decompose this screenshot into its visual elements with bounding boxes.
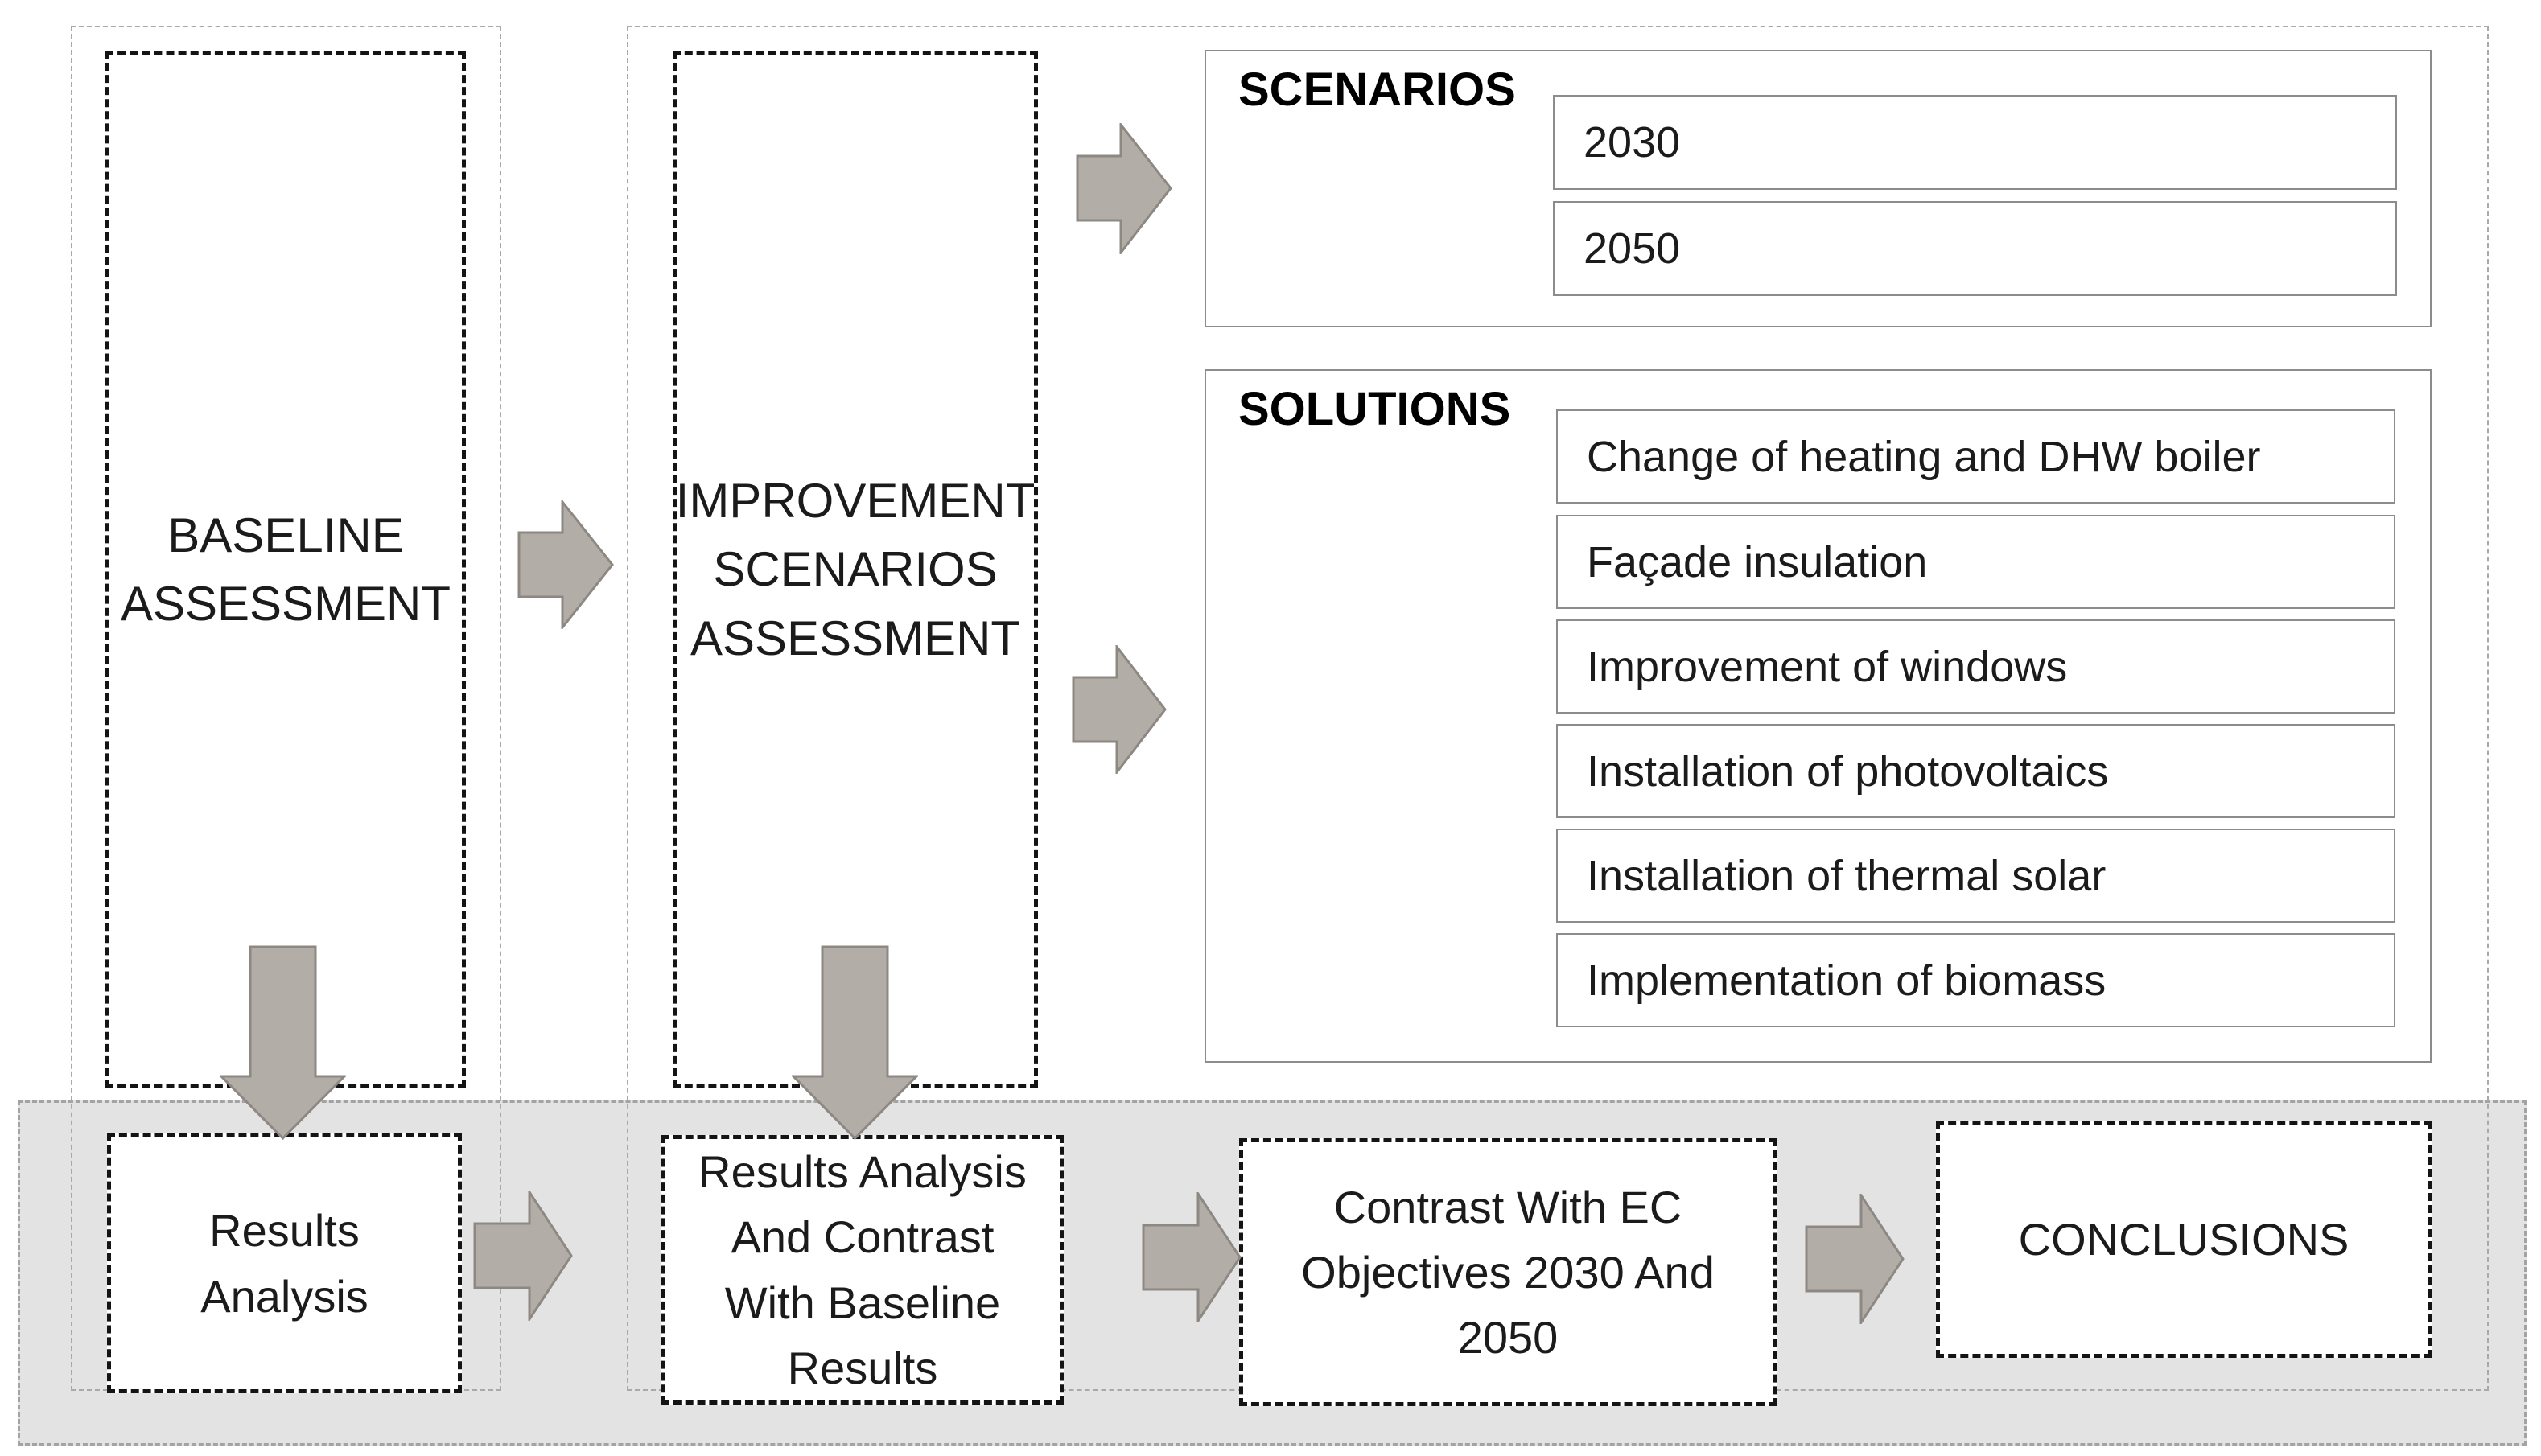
ec-objectives-contrast-box: Contrast With EC Objectives 2030 And 205…: [1239, 1138, 1777, 1406]
scenario-2030-label: 2030: [1583, 118, 1681, 167]
arrow-right-icon: [473, 1191, 573, 1321]
ec-objectives-contrast-label: Contrast With EC Objectives 2030 And 205…: [1301, 1181, 1715, 1363]
arrow-down-icon: [220, 945, 346, 1140]
solution-item-label: Installation of thermal solar: [1587, 851, 2107, 900]
solution-item-thermal-solar: Installation of thermal solar: [1556, 829, 2395, 923]
results-analysis-box: Results Analysis: [107, 1133, 462, 1393]
arrow-right-icon: [1142, 1192, 1242, 1322]
arrow-right-icon: [517, 500, 614, 629]
arrow-down-icon: [792, 945, 918, 1140]
results-contrast-baseline-box: Results Analysis And Contrast With Basel…: [661, 1135, 1064, 1405]
solution-item-label: Implementation of biomass: [1587, 956, 2107, 1005]
solution-item-label: Improvement of windows: [1587, 642, 2068, 691]
scenarios-group-title: SCENARIOS: [1238, 64, 1516, 116]
results-contrast-baseline-label: Results Analysis And Contrast With Basel…: [698, 1146, 1027, 1393]
conclusions-label: CONCLUSIONS: [2018, 1213, 2349, 1265]
solution-item-facade-insulation: Façade insulation: [1556, 515, 2395, 609]
solution-item-photovoltaics: Installation of photovoltaics: [1556, 724, 2395, 818]
improvement-scenarios-assessment-label: IMPROVEMENT SCENARIOS ASSESSMENT: [675, 474, 1036, 665]
improvement-scenarios-assessment-box: IMPROVEMENT SCENARIOS ASSESSMENT: [673, 51, 1038, 1088]
solution-item-label: Change of heating and DHW boiler: [1587, 432, 2261, 481]
results-analysis-label: Results Analysis: [200, 1205, 369, 1322]
solution-item-biomass: Implementation of biomass: [1556, 933, 2395, 1027]
solution-item-boiler: Change of heating and DHW boiler: [1556, 409, 2395, 504]
baseline-assessment-box: BASELINE ASSESSMENT: [105, 51, 466, 1088]
solution-item-label: Installation of photovoltaics: [1587, 747, 2109, 796]
arrow-right-icon: [1076, 123, 1172, 254]
arrow-right-icon: [1072, 645, 1167, 774]
scenario-2030-box: 2030: [1553, 95, 2397, 190]
solution-item-label: Façade insulation: [1587, 537, 1928, 586]
scenario-2050-label: 2050: [1583, 224, 1681, 273]
scenario-2050-box: 2050: [1553, 201, 2397, 296]
baseline-assessment-label: BASELINE ASSESSMENT: [120, 508, 451, 631]
conclusions-box: CONCLUSIONS: [1936, 1121, 2432, 1358]
solutions-group-title: SOLUTIONS: [1238, 383, 1511, 435]
solution-item-windows: Improvement of windows: [1556, 619, 2395, 714]
arrow-right-icon: [1805, 1194, 1905, 1324]
